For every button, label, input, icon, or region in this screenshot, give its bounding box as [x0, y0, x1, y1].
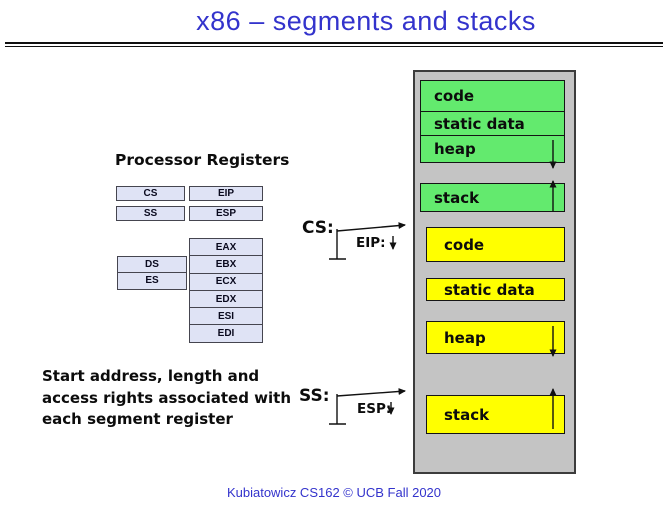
slide-footer: Kubiatowicz CS162 © UCB Fall 2020 — [226, 485, 442, 500]
register-eip: EIP — [189, 186, 263, 201]
ss-base-arrow — [336, 387, 406, 397]
segment-system-stack: stack — [420, 183, 565, 212]
register-ebx: EBX — [189, 255, 263, 275]
register-ss: SS — [116, 206, 185, 221]
register-es: ES — [117, 272, 187, 290]
title-divider — [5, 42, 663, 47]
note-line-1: Start address, length and — [42, 367, 260, 385]
segment-process-code: code — [426, 227, 565, 262]
segment-register-note: Start address, length and access rights … — [42, 366, 291, 431]
segment-process-heap: heap — [426, 321, 565, 354]
cs-pointer-label: CS: — [302, 218, 334, 238]
ss-pointer-label: SS: — [299, 386, 330, 406]
memory-map-panel: code static data heap stack code static … — [413, 70, 576, 474]
segment-process-stack: stack — [426, 395, 565, 434]
register-edx: EDX — [189, 289, 263, 309]
register-column-general: EAX EBX ECX EDX ESI EDI — [189, 238, 263, 344]
note-line-3: each segment register — [42, 410, 233, 428]
slide-title: x86 – segments and stacks — [196, 6, 536, 36]
cs-base-arrow — [336, 222, 406, 232]
register-cs: CS — [116, 186, 185, 201]
segment-system-static-data: static data — [420, 110, 565, 137]
register-esp: ESP — [189, 206, 263, 221]
segment-process-static-data: static data — [426, 278, 565, 301]
registers-heading: Processor Registers — [115, 151, 290, 169]
register-esi: ESI — [189, 307, 263, 326]
register-ds: DS — [117, 256, 187, 274]
register-eax: EAX — [189, 238, 263, 257]
note-line-2: access rights associated with — [42, 388, 292, 407]
register-edi: EDI — [189, 324, 263, 344]
esp-pointer-label: ESP: — [357, 401, 392, 417]
register-pair-ds-es: DS ES — [117, 256, 187, 290]
segment-system-code: code — [420, 80, 565, 112]
register-ecx: ECX — [189, 272, 263, 292]
segment-system-heap: heap — [420, 135, 565, 163]
eip-pointer-label: EIP: — [356, 235, 386, 251]
